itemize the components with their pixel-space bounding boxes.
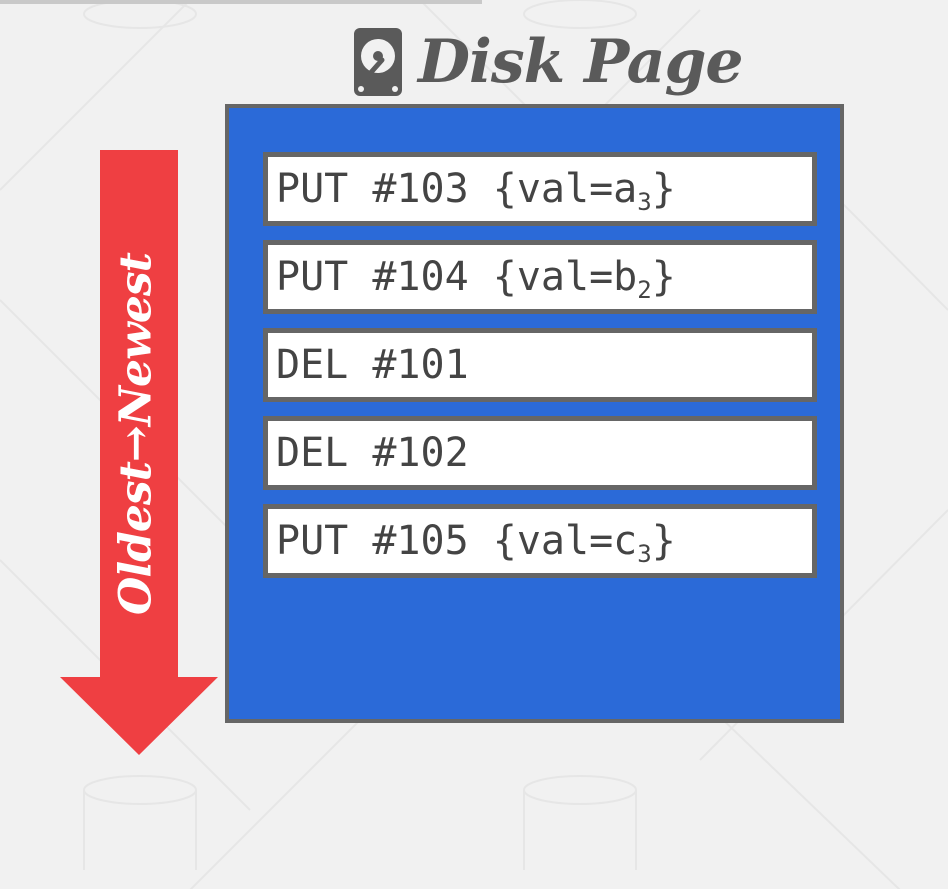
title-text: Disk Page <box>418 27 744 97</box>
top-divider <box>0 0 482 4</box>
diagram-title: Disk Page <box>352 20 744 104</box>
oldest-newest-arrow <box>60 150 218 755</box>
disk-page-box: PUT #103 {val=a3} PUT #104 {val=b2} DEL … <box>225 104 844 723</box>
log-entry: DEL #101 <box>263 328 817 402</box>
log-entry: PUT #104 {val=b2} <box>263 240 817 314</box>
log-entry: PUT #103 {val=a3} <box>263 152 817 226</box>
log-entry: PUT #105 {val=c3} <box>263 504 817 578</box>
arrow-label: Oldest→Newest <box>110 253 162 615</box>
log-entry: DEL #102 <box>263 416 817 490</box>
hard-disk-icon <box>354 28 402 96</box>
